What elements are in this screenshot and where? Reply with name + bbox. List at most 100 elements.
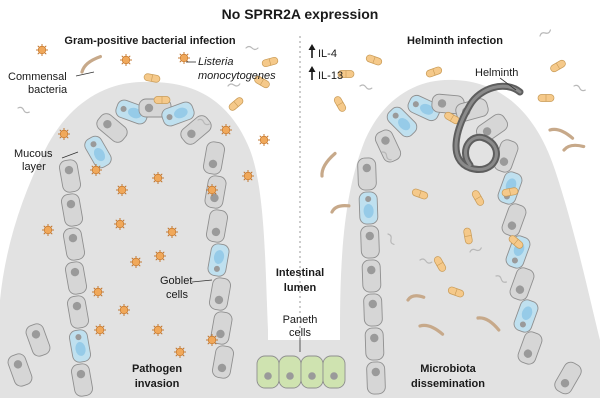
commensal-bacterium — [254, 75, 270, 89]
epithelial-cell — [63, 227, 85, 261]
filament-bacterium — [419, 258, 433, 264]
commensal-bacterium — [463, 227, 473, 245]
filament-bacterium — [573, 84, 586, 92]
commensal-label-2: bacteria — [28, 84, 68, 96]
filament-bacterium — [227, 83, 241, 87]
listeria-bacterium — [178, 52, 190, 64]
epithelial-cell — [61, 193, 83, 227]
commensal-bacterium — [550, 59, 566, 73]
goblet-cell — [84, 135, 112, 169]
epithelial-cell — [517, 331, 543, 365]
il4-label: IL-4 — [318, 48, 337, 60]
filament-bacterium — [359, 84, 373, 90]
paneth-label-2: cells — [289, 327, 312, 339]
commensal-bacterium — [433, 256, 447, 272]
rod-bacterium — [320, 151, 337, 178]
listeria-bacterium — [166, 226, 178, 238]
filament-bacterium — [197, 118, 210, 126]
right-panel-heading: Helminth infection — [407, 35, 503, 47]
listeria-label-1: Listeria — [198, 56, 233, 68]
filament-bacterium — [17, 106, 30, 114]
listeria-bacterium — [152, 324, 164, 336]
paneth-label-1: Paneth — [283, 314, 318, 326]
goblet-label-1: Goblet — [160, 275, 192, 287]
epithelial-cell — [501, 203, 527, 237]
listeria-bacterium — [206, 184, 218, 196]
commensal-bacterium — [228, 97, 244, 111]
lumen-label-2: lumen — [284, 282, 317, 294]
rod-bacterium — [476, 316, 501, 332]
listeria-bacterium — [206, 334, 218, 346]
epithelial-cell — [361, 259, 382, 293]
goblet-label-2: cells — [166, 289, 189, 301]
rod-bacterium — [406, 294, 426, 302]
epithelial-cell — [65, 261, 87, 295]
helminth-label: Helminth — [475, 67, 518, 79]
epithelial-cell — [212, 345, 234, 379]
commensal-bacterium — [411, 188, 429, 200]
filament-bacterium — [245, 45, 259, 51]
commensal-bacterium — [471, 190, 485, 206]
listeria-label-2: monocytogenes — [198, 70, 276, 82]
filament-bacterium — [539, 29, 551, 37]
commensal-bacterium — [508, 235, 524, 249]
epithelial-cell — [366, 361, 386, 395]
leader-mucous — [61, 151, 79, 159]
leader-goblet — [191, 279, 213, 283]
listeria-bacterium — [42, 224, 54, 236]
paneth-cell — [322, 355, 346, 389]
listeria-bacterium — [152, 172, 164, 184]
rod-bacterium — [80, 54, 102, 74]
rod-bacterium — [418, 323, 445, 336]
epithelial-cell — [363, 293, 383, 327]
epithelial-cell — [67, 295, 89, 329]
listeria-bacterium — [58, 128, 70, 140]
filament-bacterium — [381, 151, 392, 161]
goblet-cell — [358, 191, 379, 225]
listeria-bacterium — [92, 286, 104, 298]
il13-label: IL-13 — [318, 70, 343, 82]
rod-bacterium — [562, 143, 586, 152]
listeria-bacterium — [154, 250, 166, 262]
bacteria-group — [17, 29, 586, 358]
epithelial-cell — [374, 129, 402, 163]
lumen-label-1: Intestinal — [276, 267, 324, 279]
left-panel-heading: Gram-positive bacterial infection — [64, 35, 235, 47]
helminth-worm — [452, 82, 524, 173]
listeria-bacterium — [114, 218, 126, 230]
up-arrow-il13-icon — [308, 66, 316, 80]
commensal-label-1: Commensal — [8, 71, 67, 83]
filament-bacterium — [387, 233, 395, 245]
paneth-cell — [300, 355, 324, 389]
epithelial-cell — [493, 139, 519, 173]
filament-bacterium — [469, 247, 482, 253]
leader-helminth — [499, 77, 517, 91]
epithelial-cell — [7, 353, 33, 387]
goblet-cell — [69, 329, 91, 363]
commensal-bacterium — [447, 286, 465, 298]
epithelial-cell — [554, 361, 582, 395]
commensal-bacterium — [333, 96, 347, 112]
epithelium-left — [7, 98, 234, 397]
right-outcome-1: Microbiota — [420, 363, 476, 375]
listeria-bacterium — [130, 256, 142, 268]
epithelial-cell — [203, 141, 225, 175]
listeria-bacterium — [90, 164, 102, 176]
goblet-cell — [386, 106, 418, 138]
left-outcome-2: invasion — [135, 378, 180, 390]
epithelial-cell — [209, 277, 231, 311]
commensal-bacterium — [537, 94, 555, 102]
listeria-bacterium — [36, 44, 48, 56]
epithelial-cell — [509, 267, 535, 301]
mucous-label-2: layer — [22, 161, 46, 173]
epithelial-cell — [206, 209, 228, 243]
epithelial-cell — [357, 157, 377, 191]
goblet-cell — [513, 299, 539, 333]
epithelial-cell — [364, 327, 385, 361]
listeria-bacterium — [242, 170, 254, 182]
mucous-label-1: Mucous — [14, 148, 53, 160]
commensal-bacterium — [425, 66, 443, 78]
goblet-cell — [407, 94, 441, 122]
paneth-cell — [256, 355, 280, 389]
filament-bacterium — [495, 275, 507, 283]
